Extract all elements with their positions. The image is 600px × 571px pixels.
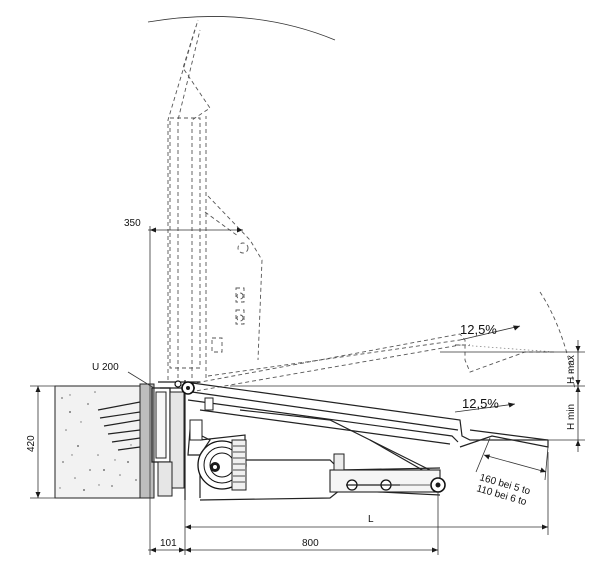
u-profile-label: U 200	[92, 362, 119, 373]
platform-upper-position	[189, 333, 556, 393]
swing-arc-right	[539, 291, 576, 391]
dimension-800-label: 800	[302, 538, 319, 549]
dimension-L: L	[185, 452, 549, 535]
lip-length-dimension: 160 bei 5 to 110 bei 6 to	[475, 437, 549, 508]
concrete-pit	[54, 383, 155, 499]
dimension-420: 420	[26, 385, 60, 499]
dimension-350-label: 350	[124, 218, 141, 229]
dimension-101-label: 101	[160, 538, 177, 549]
leveler-body	[151, 380, 549, 501]
h-max-label: H max	[566, 355, 577, 384]
dimension-L-label: L	[368, 514, 374, 525]
slope-upper-label: 12,5%	[460, 322, 497, 337]
slope-lower: 12,5%	[454, 396, 516, 413]
dimension-101-800: 101 800	[148, 492, 439, 555]
h-min-label: H min	[566, 404, 577, 430]
swing-arc-top	[147, 16, 336, 41]
slope-lower-label: 12,5%	[462, 396, 499, 411]
dimension-350: 350	[124, 218, 243, 555]
u-profile-callout: U 200	[92, 362, 155, 389]
dimension-420-label: 420	[26, 435, 37, 452]
slope-upper: 12,5%	[459, 322, 521, 341]
raised-platform-outline	[167, 19, 263, 380]
